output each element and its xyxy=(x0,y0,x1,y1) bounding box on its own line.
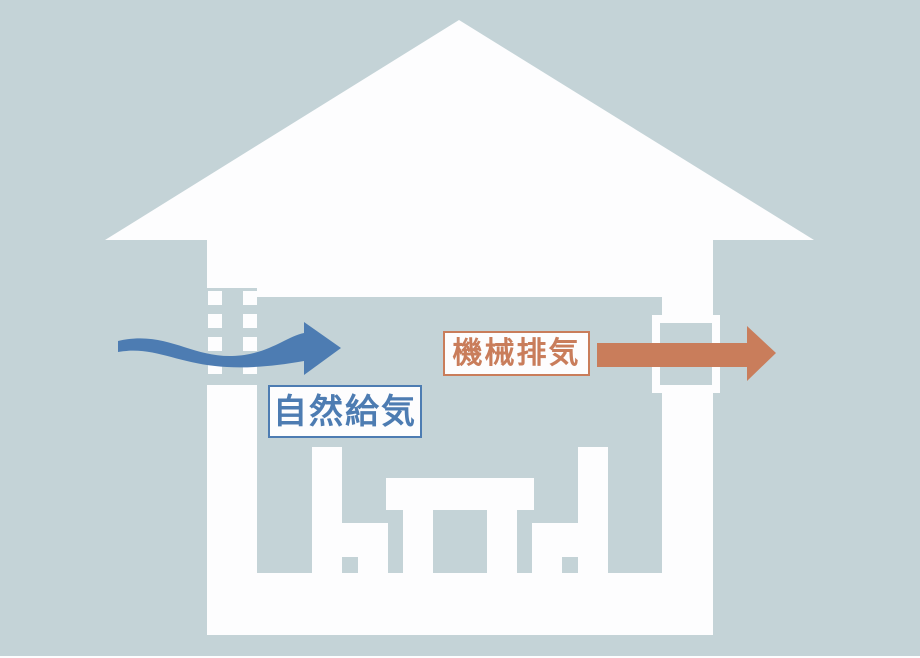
table-leg-left xyxy=(403,510,433,573)
mechanical-exhaust-label: 機械排気 xyxy=(443,331,590,376)
table-leg-right xyxy=(487,510,517,573)
vent-dash xyxy=(208,314,222,328)
vent-dash xyxy=(243,314,257,328)
vent-dash xyxy=(208,337,222,351)
chair-right-back xyxy=(578,447,608,573)
mechanical-exhaust-label-text: 機械排気 xyxy=(452,335,581,371)
vent-dash xyxy=(243,360,257,374)
house-roof xyxy=(105,20,814,240)
chair-left-leg-gap xyxy=(342,557,358,573)
vent-dash xyxy=(243,337,257,351)
wall-vent-dashes-icon xyxy=(208,291,222,385)
natural-supply-label-text: 自然給気 xyxy=(273,391,417,432)
vent-dash xyxy=(208,291,222,305)
wall-vent-dashes-icon xyxy=(243,291,257,385)
chair-left-back xyxy=(312,447,342,573)
vent-dash xyxy=(243,291,257,305)
chair-right-leg-gap xyxy=(562,557,578,573)
vent-dash xyxy=(208,360,222,374)
roof-shape xyxy=(105,20,814,240)
natural-supply-label: 自然給気 xyxy=(268,385,422,438)
image-bottom-border xyxy=(0,656,920,658)
exhaust-fan-icon xyxy=(652,315,720,393)
table-top xyxy=(386,478,534,510)
